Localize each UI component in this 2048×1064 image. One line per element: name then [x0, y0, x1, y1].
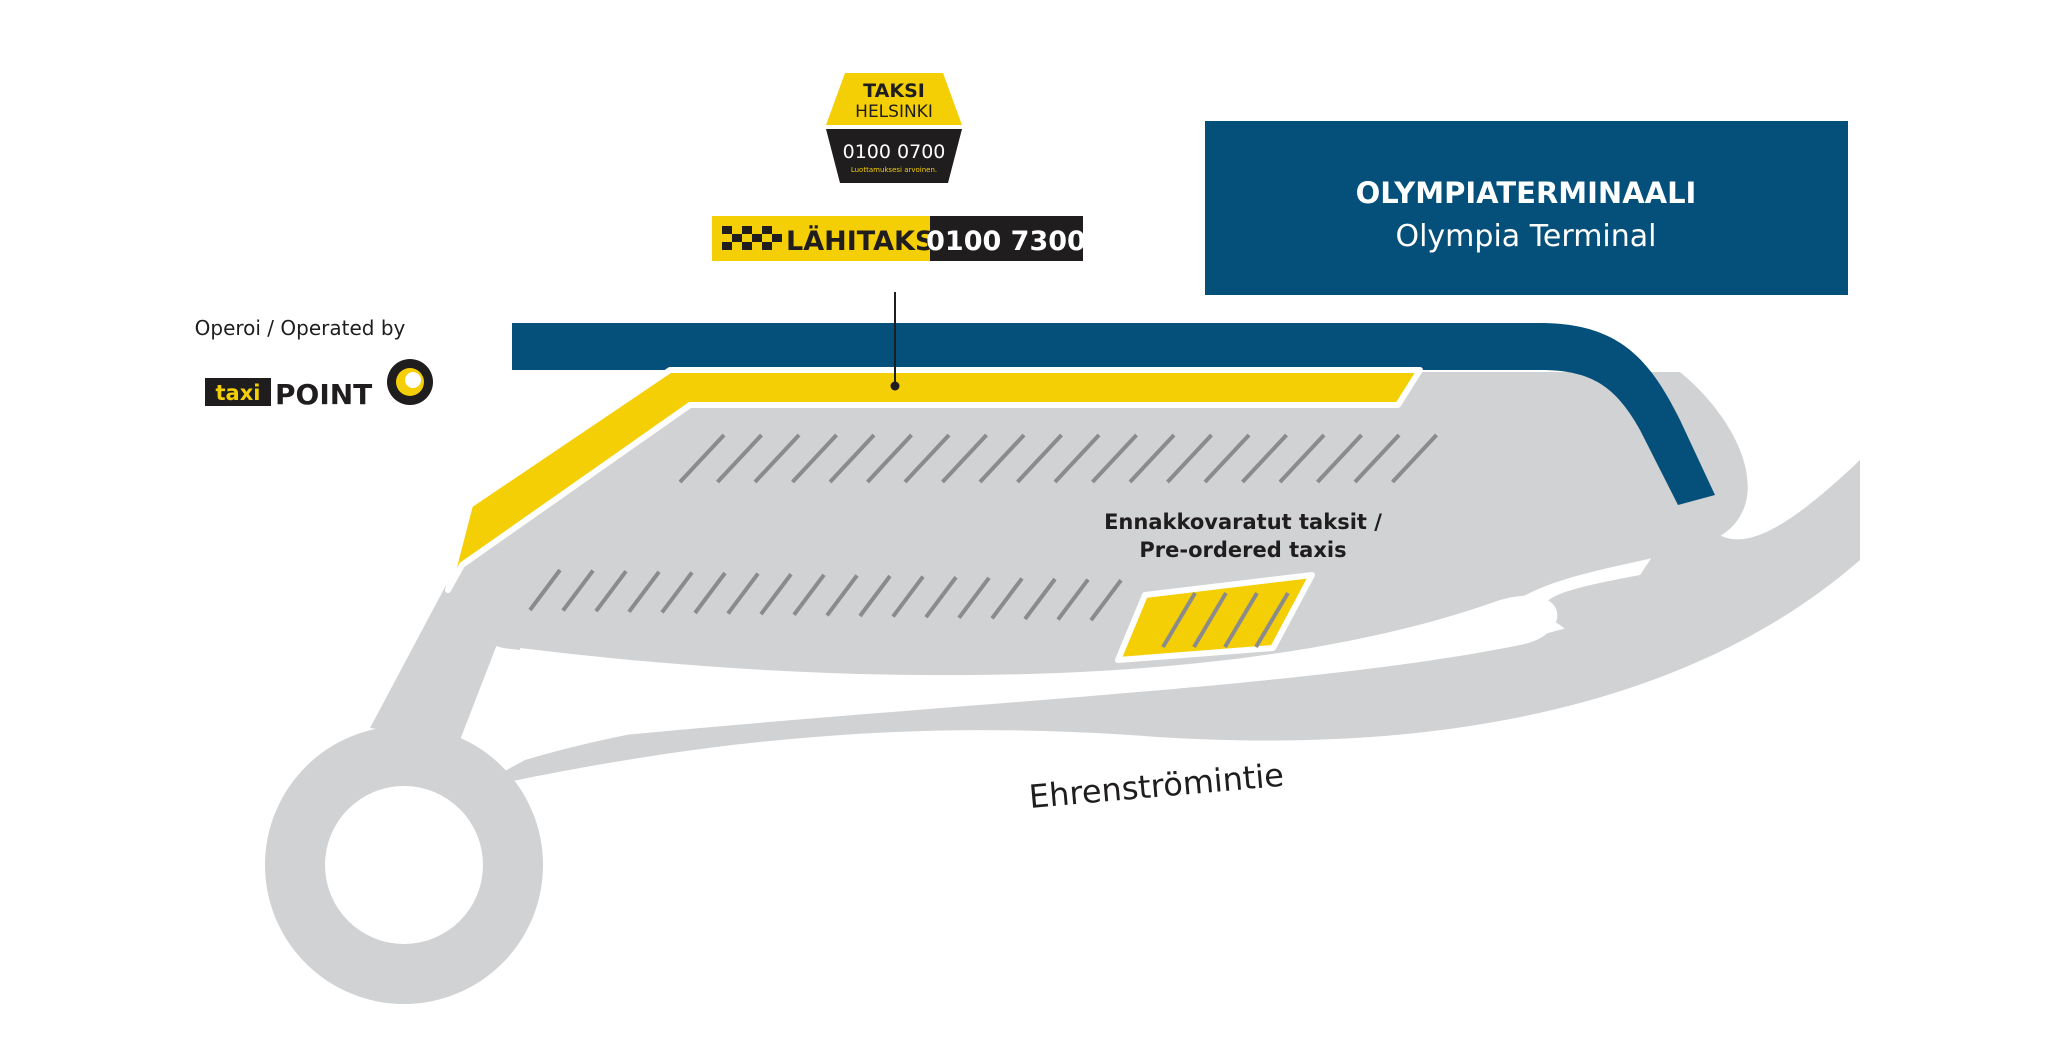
parking-stripe	[726, 572, 760, 615]
taxipoint-logo: taxi POINT	[205, 359, 433, 411]
parking-stripe	[866, 433, 913, 484]
taksi-helsinki-slogan: Luottamuksesi arvoinen.	[851, 166, 937, 174]
operator-caption: Operoi / Operated by	[195, 316, 406, 340]
terminal-name-en: Olympia Terminal	[1395, 219, 1656, 254]
parking-stripe	[660, 571, 694, 614]
parking-stripe	[594, 570, 628, 613]
lahitaksi-logo: LÄHITAKSI 0100 7300	[712, 216, 1086, 261]
preorder-label-en: Pre-ordered taxis	[1139, 538, 1346, 562]
parking-stripe	[759, 573, 793, 616]
parking-stripe	[941, 433, 988, 484]
parking-stripe	[1053, 433, 1101, 484]
parking-stripe	[1278, 433, 1326, 484]
parking-stripes-lower	[528, 568, 1123, 622]
parking-stripe	[561, 569, 595, 612]
central-island	[520, 595, 1558, 745]
terminal-building	[1205, 121, 1848, 295]
parking-stripe	[1353, 433, 1401, 484]
parking-stripe	[1192, 591, 1228, 649]
parking-stripe	[791, 433, 838, 484]
parking-stripe	[957, 576, 991, 619]
parking-stripe	[924, 576, 958, 619]
parking-stripe	[825, 574, 859, 617]
parking-stripe	[528, 568, 562, 612]
parking-stripe	[678, 433, 726, 484]
parking-stripe	[1023, 577, 1057, 621]
parking-stripe	[693, 571, 727, 615]
parking-stripe	[792, 573, 826, 616]
taxipoint-word-1: taxi	[216, 381, 261, 405]
parking-stripe	[978, 433, 1026, 484]
parking-stripe	[1128, 433, 1176, 484]
taxi-lane	[445, 367, 1423, 593]
street-name: Ehrenströmintie	[1027, 756, 1285, 816]
parking-stripe	[990, 577, 1024, 620]
parking-stripe	[891, 575, 925, 618]
checker-flag-icon	[722, 226, 782, 250]
parking-stripe	[1254, 591, 1290, 649]
parking-stripe	[903, 433, 951, 484]
parking-stripe	[1166, 433, 1213, 484]
parking-stripe	[1091, 433, 1138, 484]
pointer-dot	[890, 381, 900, 391]
parking-stripe	[1241, 433, 1288, 484]
parking-stripes-upper	[678, 433, 1438, 484]
parking-stripe	[828, 433, 876, 484]
return-loop	[1544, 460, 1860, 642]
parking-stripe	[1161, 591, 1197, 649]
parking-stripe	[1016, 433, 1063, 484]
parking-stripe	[1316, 433, 1363, 484]
lahitaksi-name: LÄHITAKSI	[786, 225, 944, 257]
taxipoint-word-2: POINT	[275, 378, 372, 411]
lahitaksi-phone: 0100 7300	[926, 226, 1086, 257]
taksi-helsinki-phone: 0100 0700	[843, 141, 946, 163]
parking-stripe	[1223, 591, 1259, 649]
terminal-name-fi: OLYMPIATERMINAALI	[1356, 176, 1697, 210]
parking-stripe	[858, 574, 892, 618]
parking-stripe	[716, 433, 763, 484]
parking-stripe	[1391, 433, 1438, 484]
parking-stripe	[1089, 579, 1123, 622]
parking-stripe	[1203, 433, 1251, 484]
preorder-label-fi: Ennakkovaratut taksit /	[1104, 510, 1382, 534]
parking-stripe	[1056, 578, 1090, 621]
roundabout-island	[325, 786, 483, 944]
taksi-helsinki-line1: TAKSI	[863, 80, 925, 102]
taksi-helsinki-logo: TAKSI HELSINKI 0100 0700 Luottamuksesi a…	[826, 73, 962, 183]
parking-stripe	[753, 433, 801, 484]
taksi-helsinki-line2: HELSINKI	[855, 102, 933, 122]
parking-stripes-preorder	[1161, 591, 1290, 649]
parking-stripe	[627, 570, 661, 613]
